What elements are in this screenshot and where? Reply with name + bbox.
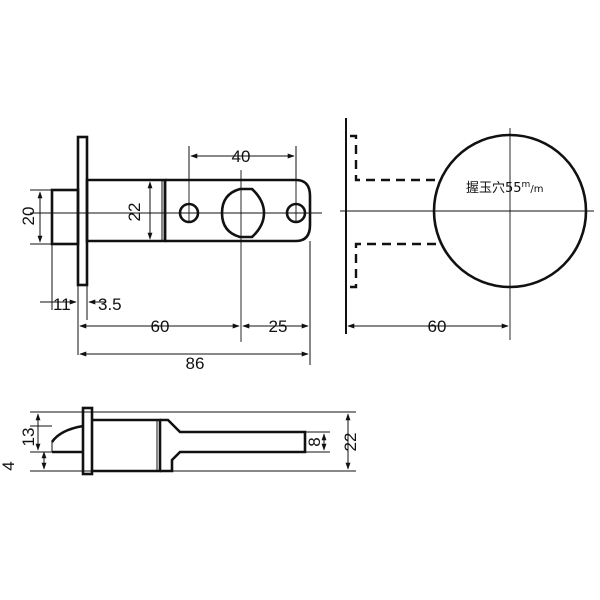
top-view: 13 4 8 22 [0, 406, 360, 476]
latch-bolt-curve [50, 424, 84, 443]
rose-outline-dashed [350, 134, 436, 182]
dim-label-20: 20 [19, 207, 38, 226]
tail-taper-top [160, 418, 307, 473]
dim-label-11: 11 [53, 295, 71, 314]
dim-label-3-5: 3.5 [98, 295, 122, 314]
latch-body-top [92, 418, 162, 473]
faceplate [76, 135, 89, 287]
spindle-hole [220, 187, 266, 239]
side-view: 握玉穴55m/m 60 [340, 118, 594, 340]
dim-label-13: 13 [19, 428, 38, 447]
dim-label-60-front: 60 [151, 317, 170, 336]
knob-hole-label: 握玉穴55m/m [466, 180, 543, 196]
dim-label-86: 86 [186, 354, 205, 373]
front-view: 40 22 20 11 3.5 60 25 86 [19, 135, 322, 373]
latch-tail [165, 178, 312, 243]
dim-label-4: 4 [0, 461, 18, 470]
dim-label-40: 40 [232, 147, 251, 166]
dim-label-8: 8 [305, 437, 324, 446]
latch-bolt [50, 188, 80, 246]
dim-label-22-top: 22 [341, 433, 360, 452]
faceplate-top [81, 406, 94, 476]
dim-label-22: 22 [125, 203, 144, 222]
dim-label-60-side: 60 [428, 317, 447, 336]
dim-label-25: 25 [269, 317, 288, 336]
